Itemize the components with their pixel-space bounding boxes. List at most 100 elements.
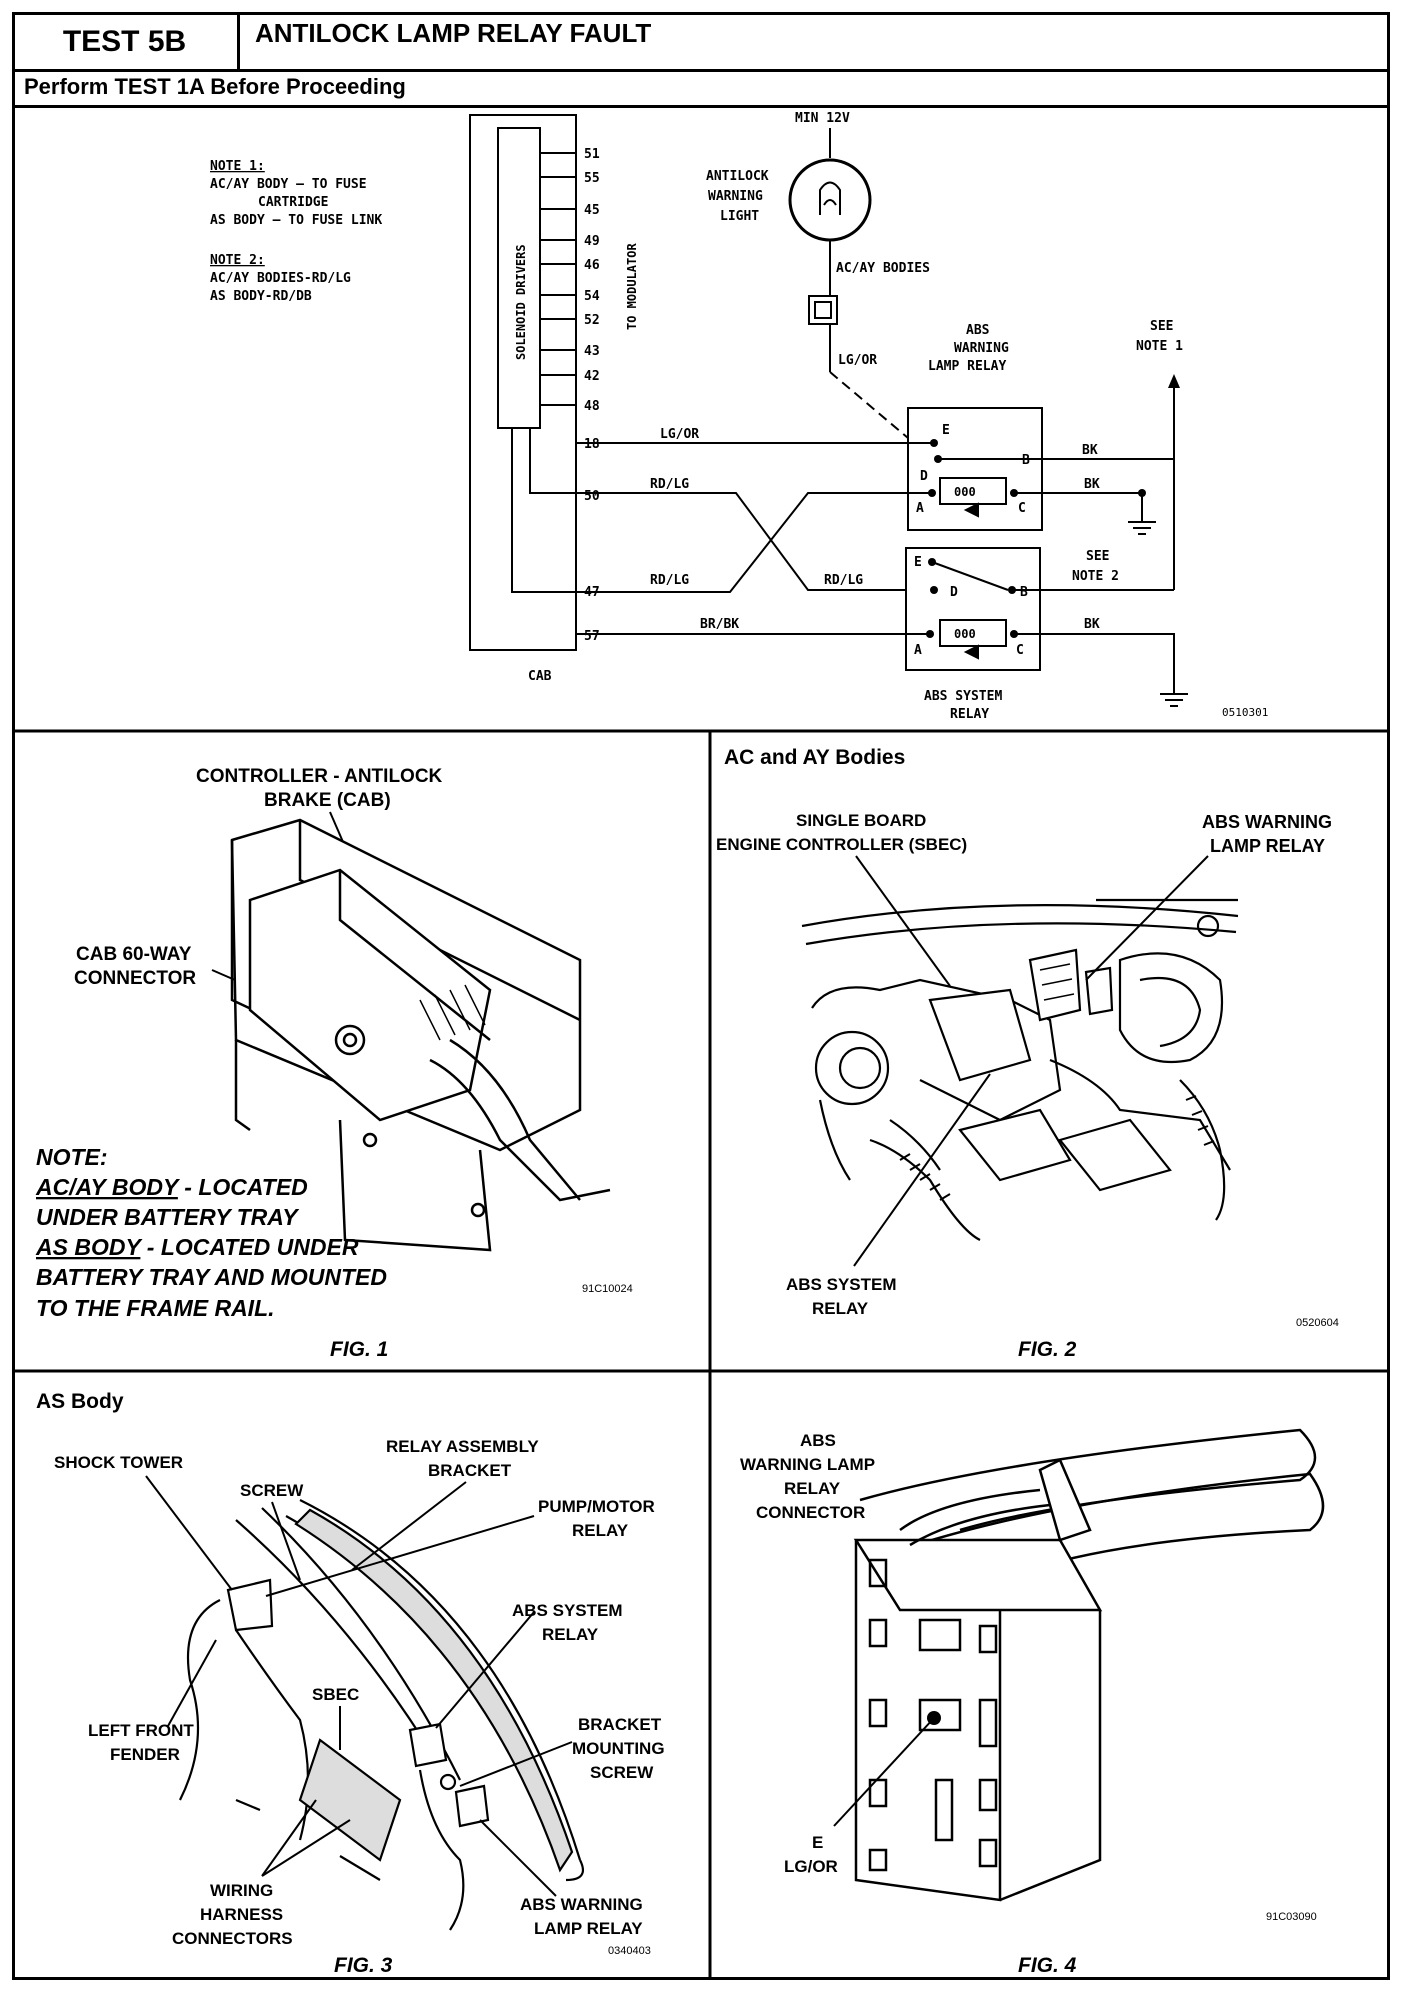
fig1-note-title: NOTE: bbox=[36, 1144, 108, 1170]
solenoid-drivers-label: SOLENOID DRIVERS bbox=[514, 244, 528, 360]
solenoid-drivers-block bbox=[497, 127, 541, 429]
wlr-term-e: E bbox=[942, 423, 950, 438]
fig3-pump-1: PUMP/MOTOR bbox=[538, 1497, 655, 1516]
fig2-code: 0520604 bbox=[1296, 1317, 1339, 1329]
pin-57: 57 bbox=[584, 629, 600, 644]
pin-18: 18 bbox=[584, 437, 600, 452]
sys-term-b: B bbox=[1020, 585, 1028, 600]
fig1-caption: FIG. 1 bbox=[330, 1338, 388, 1361]
fig4-conn-2: WARNING LAMP bbox=[740, 1455, 875, 1474]
test-id: TEST 5B bbox=[12, 12, 240, 72]
fig3-rab-1: RELAY ASSEMBLY bbox=[386, 1437, 539, 1456]
sysrelay-label-1: ABS SYSTEM bbox=[924, 689, 1002, 704]
lamp-label-1: ANTILOCK bbox=[706, 169, 769, 184]
page-frame bbox=[12, 12, 1390, 1980]
wiring-schematic: NOTE 1: AC/AY BODY — TO FUSE CARTRIDGE A… bbox=[210, 111, 1268, 722]
test-title: ANTILOCK LAMP RELAY FAULT bbox=[255, 18, 652, 48]
fig1-controller-2: BRAKE (CAB) bbox=[264, 790, 391, 811]
wlr-label-1: ABS bbox=[966, 323, 990, 338]
pin-49: 49 bbox=[584, 234, 600, 249]
abs-warning-lamp-relay bbox=[907, 407, 1043, 531]
see-note1-1: SEE bbox=[1150, 319, 1173, 334]
precondition: Perform TEST 1A Before Proceeding bbox=[24, 74, 406, 99]
note1-line2: CARTRIDGE bbox=[258, 195, 328, 210]
fig1-note-l3b: - LOCATED UNDER bbox=[140, 1234, 358, 1260]
pin-48: 48 bbox=[584, 399, 600, 414]
sys-term-e: E bbox=[914, 555, 922, 570]
fig2-sbec-2: ENGINE CONTROLLER (SBEC) bbox=[716, 835, 967, 854]
wire-lgor-label: LG/OR bbox=[660, 427, 699, 442]
fig1-note-l3a: AS BODY bbox=[35, 1234, 143, 1260]
bulb-connector bbox=[808, 295, 838, 325]
pin-54: 54 bbox=[584, 289, 600, 304]
fig3-wlr-2: LAMP RELAY bbox=[534, 1919, 643, 1938]
wlr-term-d: D bbox=[920, 469, 928, 484]
fig4-conn-4: CONNECTOR bbox=[756, 1503, 865, 1522]
engine-bay-drawing bbox=[801, 898, 1239, 1241]
fig3-bms-2: MOUNTING bbox=[572, 1739, 665, 1758]
wlr-term-c: C bbox=[1018, 501, 1026, 516]
abs-system-relay bbox=[905, 547, 1041, 671]
wire-bk3-label: BK bbox=[1084, 617, 1100, 632]
wire-rdlg-mid: RD/LG bbox=[824, 573, 863, 588]
fig1-controller-1: CONTROLLER - ANTILOCK bbox=[196, 766, 443, 787]
fig3-rab-2: BRACKET bbox=[428, 1461, 512, 1480]
pin-45: 45 bbox=[584, 203, 600, 218]
fig1-note-line4: BATTERY TRAY AND MOUNTED bbox=[36, 1264, 387, 1290]
fig2-sys-2: RELAY bbox=[812, 1299, 869, 1318]
svg-text:000: 000 bbox=[954, 485, 976, 499]
note2-title: NOTE 2: bbox=[210, 253, 265, 268]
sysrelay-label-2: RELAY bbox=[950, 707, 989, 722]
fig3-whc-3: CONNECTORS bbox=[172, 1929, 293, 1948]
note2-line2: AS BODY-RD/DB bbox=[210, 289, 312, 304]
fig1-conn-1: CAB 60-WAY bbox=[76, 944, 192, 965]
wlr-label-2: WARNING bbox=[954, 341, 1009, 356]
fig1-note-l1b: - LOCATED bbox=[178, 1174, 308, 1200]
fig4-code: 91C03090 bbox=[1266, 1911, 1317, 1923]
sys-term-c: C bbox=[1016, 643, 1024, 658]
fig3-sbec: SBEC bbox=[312, 1685, 359, 1704]
fig4-panel: ABS WARNING LAMP RELAY CONNECTOR E LG/OR bbox=[740, 1428, 1325, 1977]
fig4-e: E bbox=[812, 1833, 823, 1852]
fig1-note-line2: UNDER BATTERY TRAY bbox=[36, 1204, 300, 1230]
fig1-note-l1a: AC/AY BODY bbox=[35, 1174, 181, 1200]
wire-rdlg-lower: RD/LG bbox=[650, 573, 689, 588]
pin-42: 42 bbox=[584, 369, 600, 384]
fig2-sys-1: ABS SYSTEM bbox=[786, 1275, 897, 1294]
fig2-wlr-1: ABS WARNING bbox=[1202, 812, 1332, 832]
note2-line1: AC/AY BODIES-RD/LG bbox=[210, 271, 351, 286]
wire-bk1-label: BK bbox=[1082, 443, 1098, 458]
fig4-conn-3: RELAY bbox=[784, 1479, 841, 1498]
fig4-lgor: LG/OR bbox=[784, 1857, 838, 1876]
fig3-code: 0340403 bbox=[608, 1945, 651, 1957]
fig1-note-line1: AC/AY BODY - LOCATED bbox=[35, 1174, 308, 1200]
fig3-whc-2: HARNESS bbox=[200, 1905, 283, 1924]
fig3-lff-2: FENDER bbox=[110, 1745, 180, 1764]
wlr-label-3: LAMP RELAY bbox=[928, 359, 1006, 374]
note1-line3: AS BODY — TO FUSE LINK bbox=[210, 213, 382, 228]
fig3-whc-1: WIRING bbox=[210, 1881, 273, 1900]
fig3-sys-2: RELAY bbox=[542, 1625, 599, 1644]
svg-text:000: 000 bbox=[954, 627, 976, 641]
fig1-conn-2: CONNECTOR bbox=[74, 968, 196, 989]
pin-46: 46 bbox=[584, 258, 600, 273]
wire-rdlg-upper: RD/LG bbox=[650, 477, 689, 492]
pin-50: 50 bbox=[584, 489, 600, 504]
fig3-lff-1: LEFT FRONT bbox=[88, 1721, 194, 1740]
acay-bodies-label: AC/AY BODIES bbox=[836, 261, 930, 276]
min-12v: MIN 12V bbox=[795, 111, 850, 126]
see-note1-2: NOTE 1 bbox=[1136, 339, 1183, 354]
wire-brbk-label: BR/BK bbox=[700, 617, 739, 632]
cab-controller-drawing bbox=[230, 818, 611, 1252]
fig3-screw: SCREW bbox=[240, 1481, 304, 1500]
precondition-row bbox=[12, 72, 1390, 108]
sys-term-a: A bbox=[914, 643, 922, 658]
fig2-wlr-2: LAMP RELAY bbox=[1210, 836, 1325, 856]
fig1-note-line5: TO THE FRAME RAIL. bbox=[36, 1295, 275, 1321]
fig3-bms-3: SCREW bbox=[590, 1763, 654, 1782]
relay-connector-drawing bbox=[853, 1428, 1325, 1902]
fig3-sys-1: ABS SYSTEM bbox=[512, 1601, 623, 1620]
as-body-drawing bbox=[179, 1499, 584, 1931]
fig2-caption: FIG. 2 bbox=[1018, 1338, 1077, 1361]
